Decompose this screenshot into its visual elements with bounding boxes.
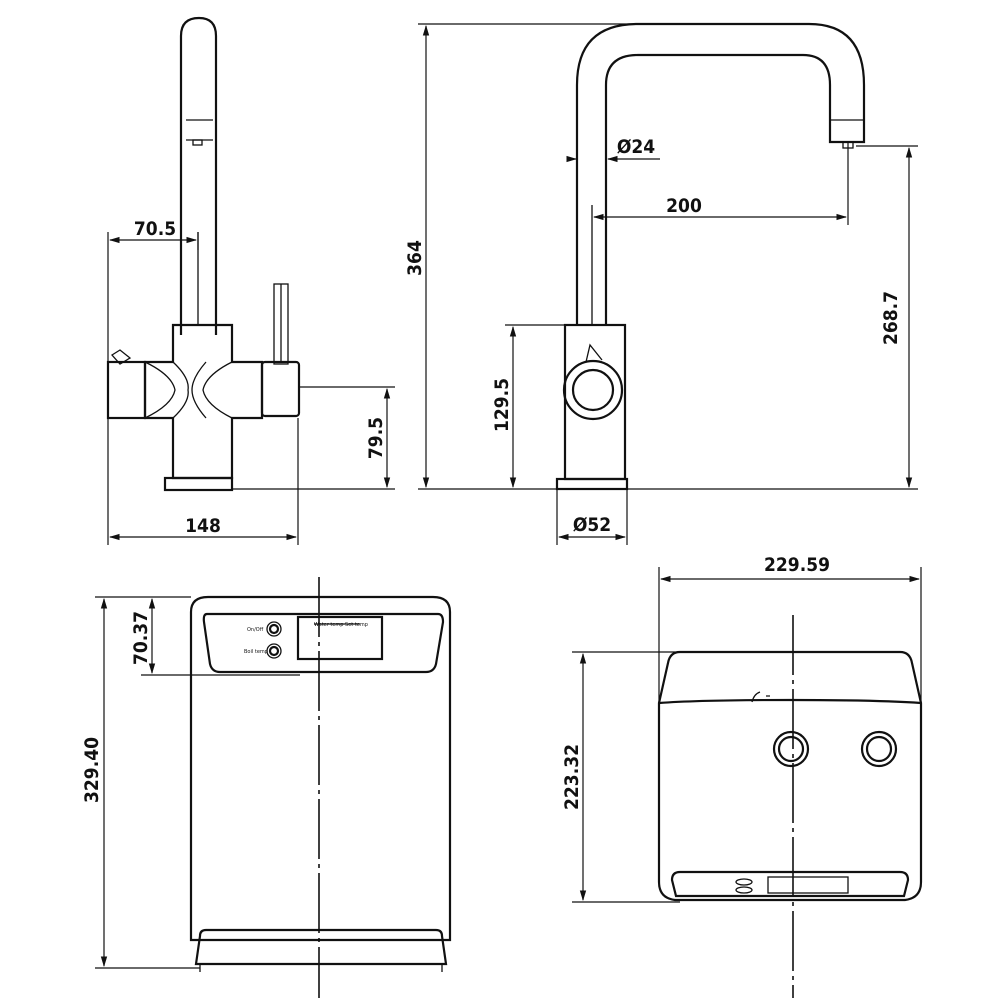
dim-panel-height-label: 70.37 bbox=[130, 611, 152, 665]
dim-spout-diameter-label: Ø24 bbox=[617, 136, 655, 158]
tank-front-dimensions: 329.40 70.37 bbox=[81, 596, 300, 969]
dim-total-height-label: 364 bbox=[404, 240, 426, 276]
tank-btn-a-label: On/Off bbox=[247, 627, 264, 633]
tap-front-view bbox=[555, 22, 866, 491]
dim-tap-width-label: 148 bbox=[185, 515, 221, 537]
dim-tap-offset-label: 70.5 bbox=[134, 218, 176, 240]
tank-front-view: On/Off Boil temp Water temp Set temp bbox=[189, 577, 452, 998]
tap-front-dimensions: 364 Ø24 200 268.7 129.5 Ø52 bbox=[404, 23, 918, 545]
tank-display-text: Water temp Set temp bbox=[314, 622, 368, 628]
dim-tank-front-height-label: 329.40 bbox=[81, 737, 103, 803]
dim-spout-reach-label: 200 bbox=[666, 195, 702, 217]
dim-tap-base-height-label: 79.5 bbox=[365, 417, 387, 459]
dim-tank-top-height-label: 223.32 bbox=[561, 744, 583, 810]
dim-spout-height-label: 268.7 bbox=[880, 291, 902, 345]
tap-side-dimensions: 70.5 148 79.5 bbox=[107, 218, 395, 545]
dim-tank-width-label: 229.59 bbox=[764, 554, 830, 576]
tank-top-dimensions: 229.59 223.32 bbox=[561, 554, 922, 903]
tank-btn-b-label: Boil temp bbox=[244, 649, 268, 655]
tap-side-view bbox=[106, 16, 301, 492]
dim-base-diameter-label: Ø52 bbox=[573, 514, 611, 536]
dim-body-height-label: 129.5 bbox=[491, 378, 513, 432]
tank-top-view bbox=[657, 615, 923, 998]
